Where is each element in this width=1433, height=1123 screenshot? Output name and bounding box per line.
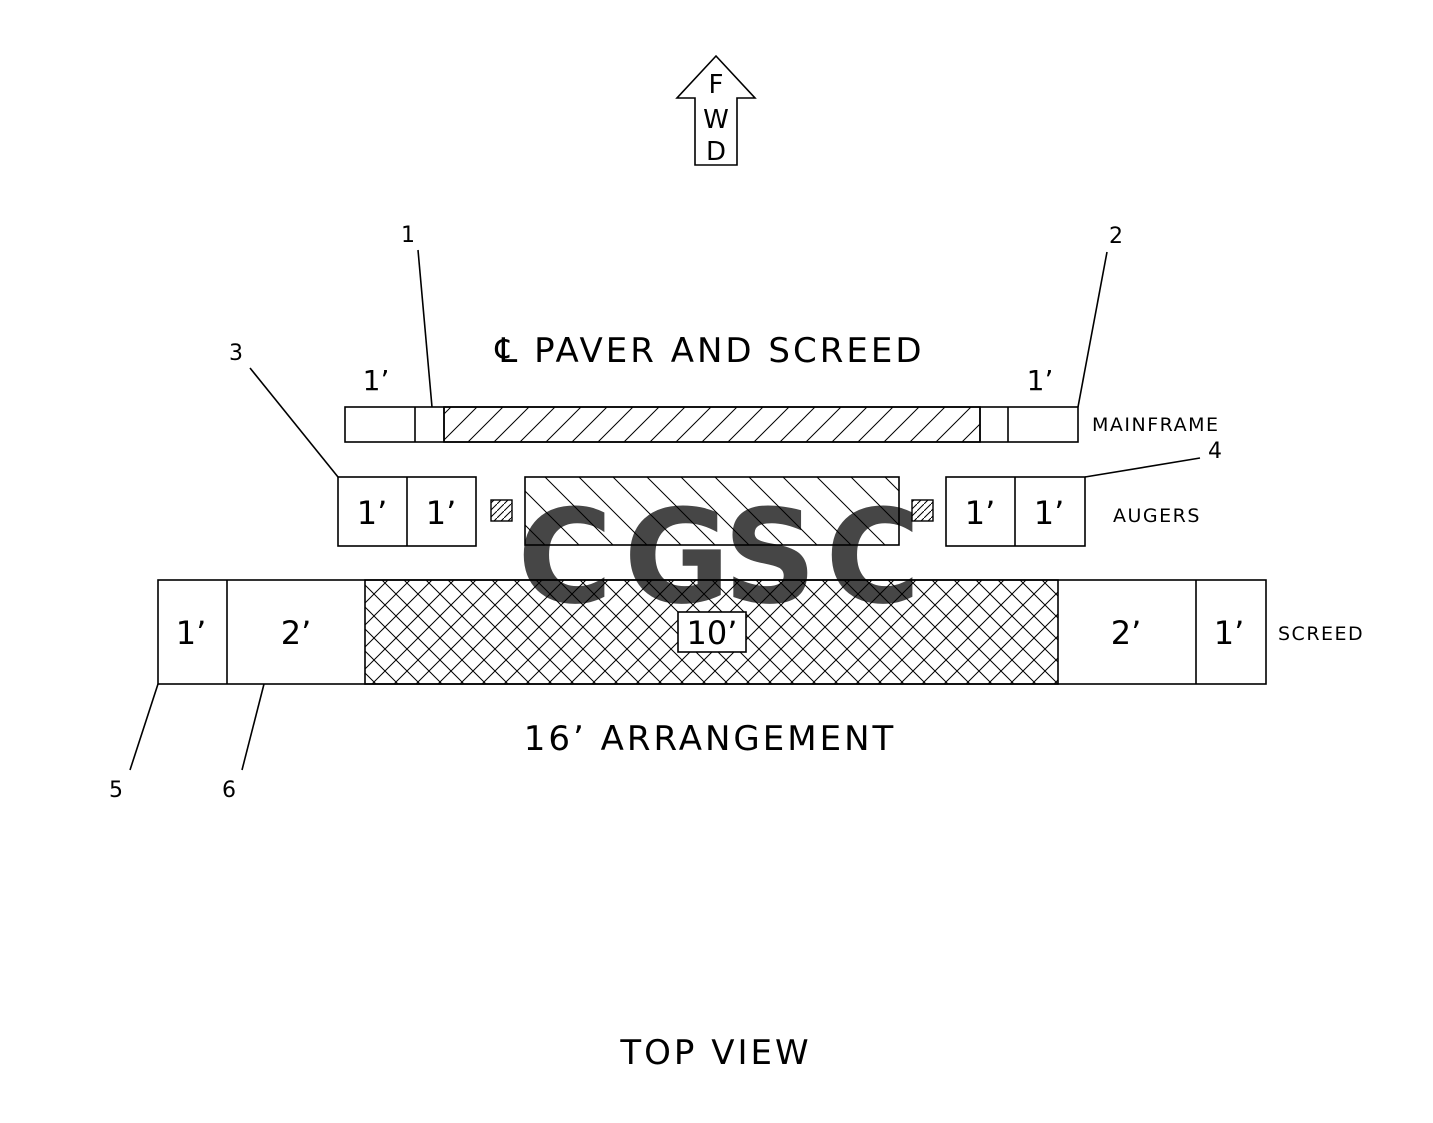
callout-4: 4 — [1208, 439, 1222, 464]
augers-right-group — [945, 476, 1086, 547]
mainframe-bar — [344, 406, 1079, 443]
watermark-letter-g: G — [624, 481, 731, 633]
mainframe-left-dim: 1’ — [363, 364, 390, 397]
callout-2: 2 — [1109, 224, 1123, 249]
watermark-letter-c1: C — [517, 481, 612, 633]
arrow-letter-d: D — [706, 137, 726, 167]
screed-label: SCREED — [1278, 623, 1364, 645]
screed-right-dim-1: 2’ — [1111, 614, 1142, 652]
watermark-letter-c2: C — [825, 481, 920, 633]
auger-left-dim-1: 1’ — [357, 494, 388, 532]
arrow-letter-w: W — [703, 105, 729, 135]
auger-center-section — [524, 476, 900, 546]
auger-right-dim-1: 1’ — [965, 494, 996, 532]
callout-1: 1 — [401, 223, 415, 248]
callout-6: 6 — [222, 778, 236, 803]
screed-right-dim-2: 1’ — [1214, 614, 1245, 652]
augers-label: AUGERS — [1113, 505, 1201, 527]
arrow-letter-f: F — [709, 70, 724, 100]
callout-leaders — [129, 249, 1201, 771]
auger-left-dim-2: 1’ — [426, 494, 457, 532]
screed-left-dim-1: 1’ — [176, 614, 207, 652]
mainframe-label: MAINFRAME — [1092, 414, 1219, 436]
auger-right-bearing — [911, 499, 934, 522]
auger-right-dim-2: 1’ — [1034, 494, 1065, 532]
mainframe-right-dim: 1’ — [1027, 364, 1054, 397]
cgsc-watermark-logo: C G S C — [517, 481, 920, 633]
paver-and-screed-title: ℄ PAVER AND SCREED — [495, 331, 925, 371]
auger-left-bearing — [490, 499, 513, 522]
top-view-title: TOP VIEW — [619, 1033, 811, 1073]
screed-bar — [157, 579, 1267, 685]
screed-center-dim: 10’ — [687, 614, 738, 652]
watermark-letter-s: S — [723, 481, 817, 633]
callout-3: 3 — [229, 341, 243, 366]
arrangement-title: 16’ ARRANGEMENT — [524, 719, 897, 759]
callout-5: 5 — [109, 778, 123, 803]
forward-arrow-icon: F W D — [675, 54, 757, 167]
screed-left-dim-2: 2’ — [281, 614, 312, 652]
augers-left-group — [337, 476, 477, 547]
